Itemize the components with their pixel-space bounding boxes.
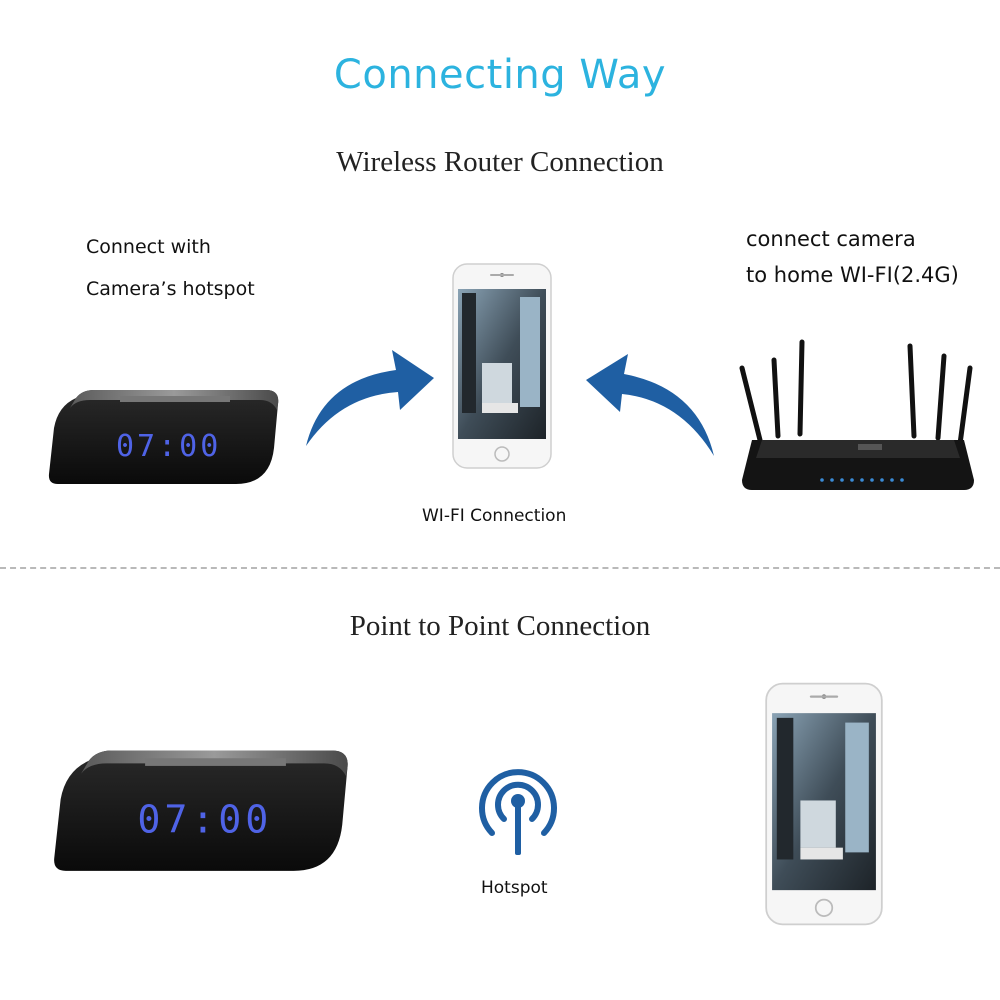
- smartphone-1: [452, 263, 552, 469]
- wireless-router: [739, 339, 974, 490]
- hotspot-label: Hotspot: [481, 878, 548, 898]
- section-title-point-to-point: Point to Point Connection: [349, 610, 651, 642]
- left-label-line1: Connect with: [86, 236, 211, 258]
- wifi-connection-label: WI-FI Connection: [422, 506, 567, 526]
- section-title-wireless-router: Wireless Router Connection: [336, 146, 664, 178]
- arrow-right-icon: [306, 350, 434, 446]
- clock-time-1: 07:00: [116, 429, 221, 464]
- clock-camera-2: 07:00: [54, 750, 348, 871]
- left-label-line2: Camera’s hotspot: [86, 278, 255, 300]
- main-title: Connecting Way: [333, 52, 667, 98]
- arrow-left-icon: [586, 354, 714, 456]
- section-divider: [0, 567, 1000, 569]
- right-label-line1: connect camera: [746, 227, 916, 251]
- hotspot-icon: [479, 769, 557, 855]
- clock-camera-1: 07:00: [48, 390, 279, 484]
- smartphone-2: [765, 682, 883, 926]
- right-label-line2: to home WI-FI(2.4G): [746, 263, 959, 287]
- clock-time-2: 07:00: [137, 797, 272, 842]
